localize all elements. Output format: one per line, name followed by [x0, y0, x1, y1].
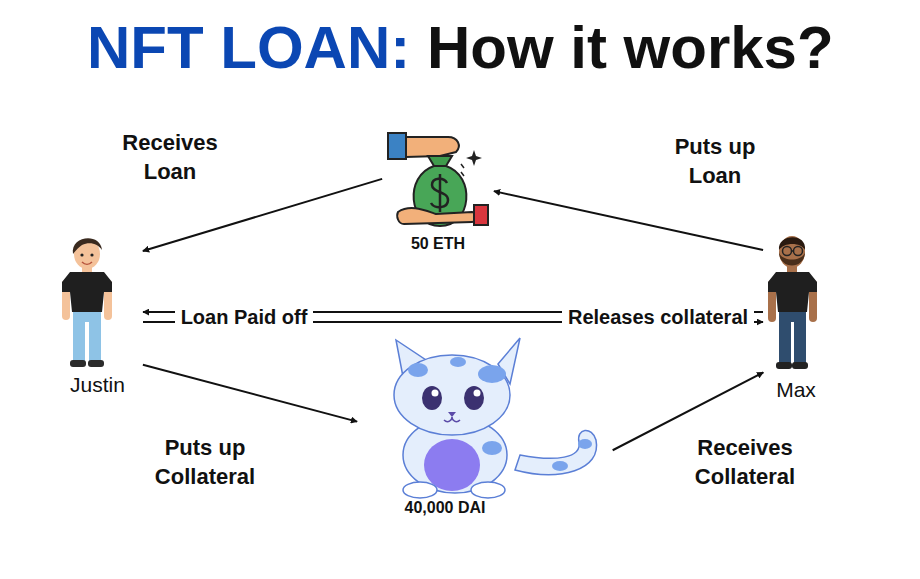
cryptokitty-illustration-part — [464, 386, 484, 410]
cryptokitty-illustration-part — [450, 357, 466, 367]
cryptokitty-illustration-part — [482, 441, 502, 455]
nft-cat-node: 40,000 DAI — [360, 345, 610, 517]
max-person-figure-part — [794, 247, 803, 256]
justin-person-figure-part — [89, 318, 101, 362]
max-person-figure-part — [792, 250, 794, 252]
max-person-figure-part — [776, 362, 792, 369]
justin-person-figure-part — [80, 253, 83, 256]
max-person-figure — [768, 236, 817, 369]
max-person-figure-part — [783, 247, 792, 256]
money-bag-icon-part — [428, 156, 452, 166]
cryptokitty-illustration-part — [515, 430, 597, 474]
money-bag-icon-part — [388, 133, 406, 159]
money-bag-icon-part — [406, 137, 459, 157]
arrow-label: Puts up Collateral — [138, 434, 273, 491]
flow-arrow — [143, 365, 357, 422]
justin-person-figure-part — [88, 360, 104, 367]
node-caption: Justin — [70, 372, 125, 397]
cryptokitty-illustration-part — [432, 390, 439, 397]
money-bag-icon-part — [439, 174, 442, 212]
justin-person-figure-part — [73, 318, 85, 362]
money-bag-icon-part — [466, 150, 482, 166]
arrow-label: Receives Loan — [108, 129, 233, 186]
node-caption: 40,000 DAI — [405, 498, 486, 517]
money-bag-icon-part — [397, 208, 476, 224]
max-person-figure-part — [792, 362, 808, 369]
max-person-figure-part — [779, 236, 805, 268]
max-person-figure-part — [768, 272, 817, 312]
cryptokitty-illustration-part — [448, 412, 456, 417]
cryptokitty-illustration-part — [408, 363, 428, 377]
money-bag-icon — [388, 133, 488, 226]
cryptokitty-illustration-part — [422, 386, 442, 410]
justin-person-figure-part — [73, 238, 102, 254]
arrow-label: Puts up Loan — [660, 133, 770, 190]
max-person-figure-part — [794, 318, 806, 364]
cryptokitty-illustration-part — [474, 390, 481, 397]
cryptokitty-illustration-part — [394, 355, 510, 435]
cryptokitty-illustration-part — [444, 417, 460, 422]
arrow-label: Receives Collateral — [678, 434, 813, 491]
diagram-title: NFT LOAN: How it works? — [87, 12, 834, 84]
person-node: Max — [766, 230, 826, 402]
cryptokitty-illustration-part — [471, 482, 505, 498]
justin-person-figure-part — [70, 360, 86, 367]
person-node: Justin — [55, 232, 140, 397]
justin-person-figure-part — [82, 262, 92, 264]
flow-arrow — [494, 191, 763, 250]
cryptokitty-illustration-part — [552, 461, 568, 471]
arrow-label: Loan Paid off — [175, 304, 314, 330]
max-person-figure-part — [779, 318, 791, 364]
cryptokitty-illustration — [394, 338, 597, 498]
flow-arrow — [143, 179, 382, 251]
justin-person-figure-part — [90, 253, 93, 256]
cryptokitty-illustration-part — [478, 365, 506, 383]
justin-person-figure — [62, 238, 112, 367]
cryptokitty-illustration-part — [424, 439, 480, 491]
justin-person-figure-part — [62, 272, 112, 312]
node-caption: 50 ETH — [411, 234, 465, 253]
node-caption: Max — [776, 377, 816, 402]
cryptokitty-illustration-part — [403, 482, 437, 498]
arrow-label: Releases collateral — [562, 304, 754, 330]
cryptokitty-illustration-part — [578, 439, 592, 449]
money-bag-node: 50 ETH — [385, 128, 491, 253]
money-bag-icon-part — [461, 164, 464, 176]
money-bag-icon-part — [474, 205, 488, 225]
